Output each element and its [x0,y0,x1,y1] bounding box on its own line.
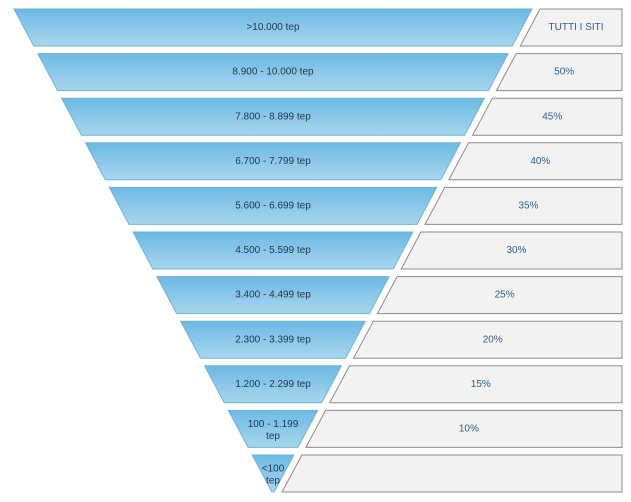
percentage-box [471,97,623,136]
tier-label: 4.500 - 5.599 tep [235,245,311,256]
tier-label: >10.000 tep [246,22,300,33]
percentage-label: TUTTI I SITI [549,22,604,33]
percentage-box [305,409,623,448]
tier-label: 5.600 - 6.699 tep [235,201,311,212]
tiers-layer: >10.000 tep 8.900 - 10.000 tep 7.800 - 8.8… [13,8,533,493]
pyramid-tier [84,142,462,181]
percentage-label: 20% [483,334,503,345]
tier-label: 1.200 - 2.299 tep [235,379,311,390]
pyramid-tier [13,8,533,47]
percentage-box [281,454,623,493]
percentage-label: 30% [507,245,527,256]
pyramid-tier [227,409,319,448]
percentage-box [328,365,623,404]
percentages-layer: TUTTI I SITI 50% 45% 40% 35% 30% 25% 20% 15% 10% [281,8,623,493]
percentage-label: 35% [518,201,538,212]
percentage-label: 50% [554,67,574,78]
pyramid-tier [36,53,510,92]
percentage-box [424,186,623,225]
pyramid-tier [179,320,367,359]
percentage-label: 10% [459,424,479,435]
percentage-box [447,142,623,181]
percentage-label: 40% [530,156,550,167]
percentage-box [352,320,623,359]
tier-label: 6.700 - 7.799 tep [235,156,311,167]
pyramid-tier [132,231,414,270]
pyramid-tier [60,97,486,136]
pyramid-tier [203,365,343,404]
percentage-box [519,8,623,47]
tier-label: 2.300 - 3.399 tep [235,334,311,345]
percentage-label: 45% [542,111,562,122]
percentage-label: 15% [471,379,491,390]
pyramid-tier [108,186,438,225]
tier-label: 8.900 - 10.000 tep [232,67,314,78]
pyramid-tier [251,454,295,493]
tier-label: 3.400 - 4.499 tep [235,290,311,301]
percentage-box [495,53,623,92]
tier-label: 7.800 - 8.899 tep [235,111,311,122]
percentage-box [376,276,623,315]
pyramid-tier [156,276,390,315]
percentage-label: 25% [495,290,515,301]
percentage-box [400,231,623,270]
